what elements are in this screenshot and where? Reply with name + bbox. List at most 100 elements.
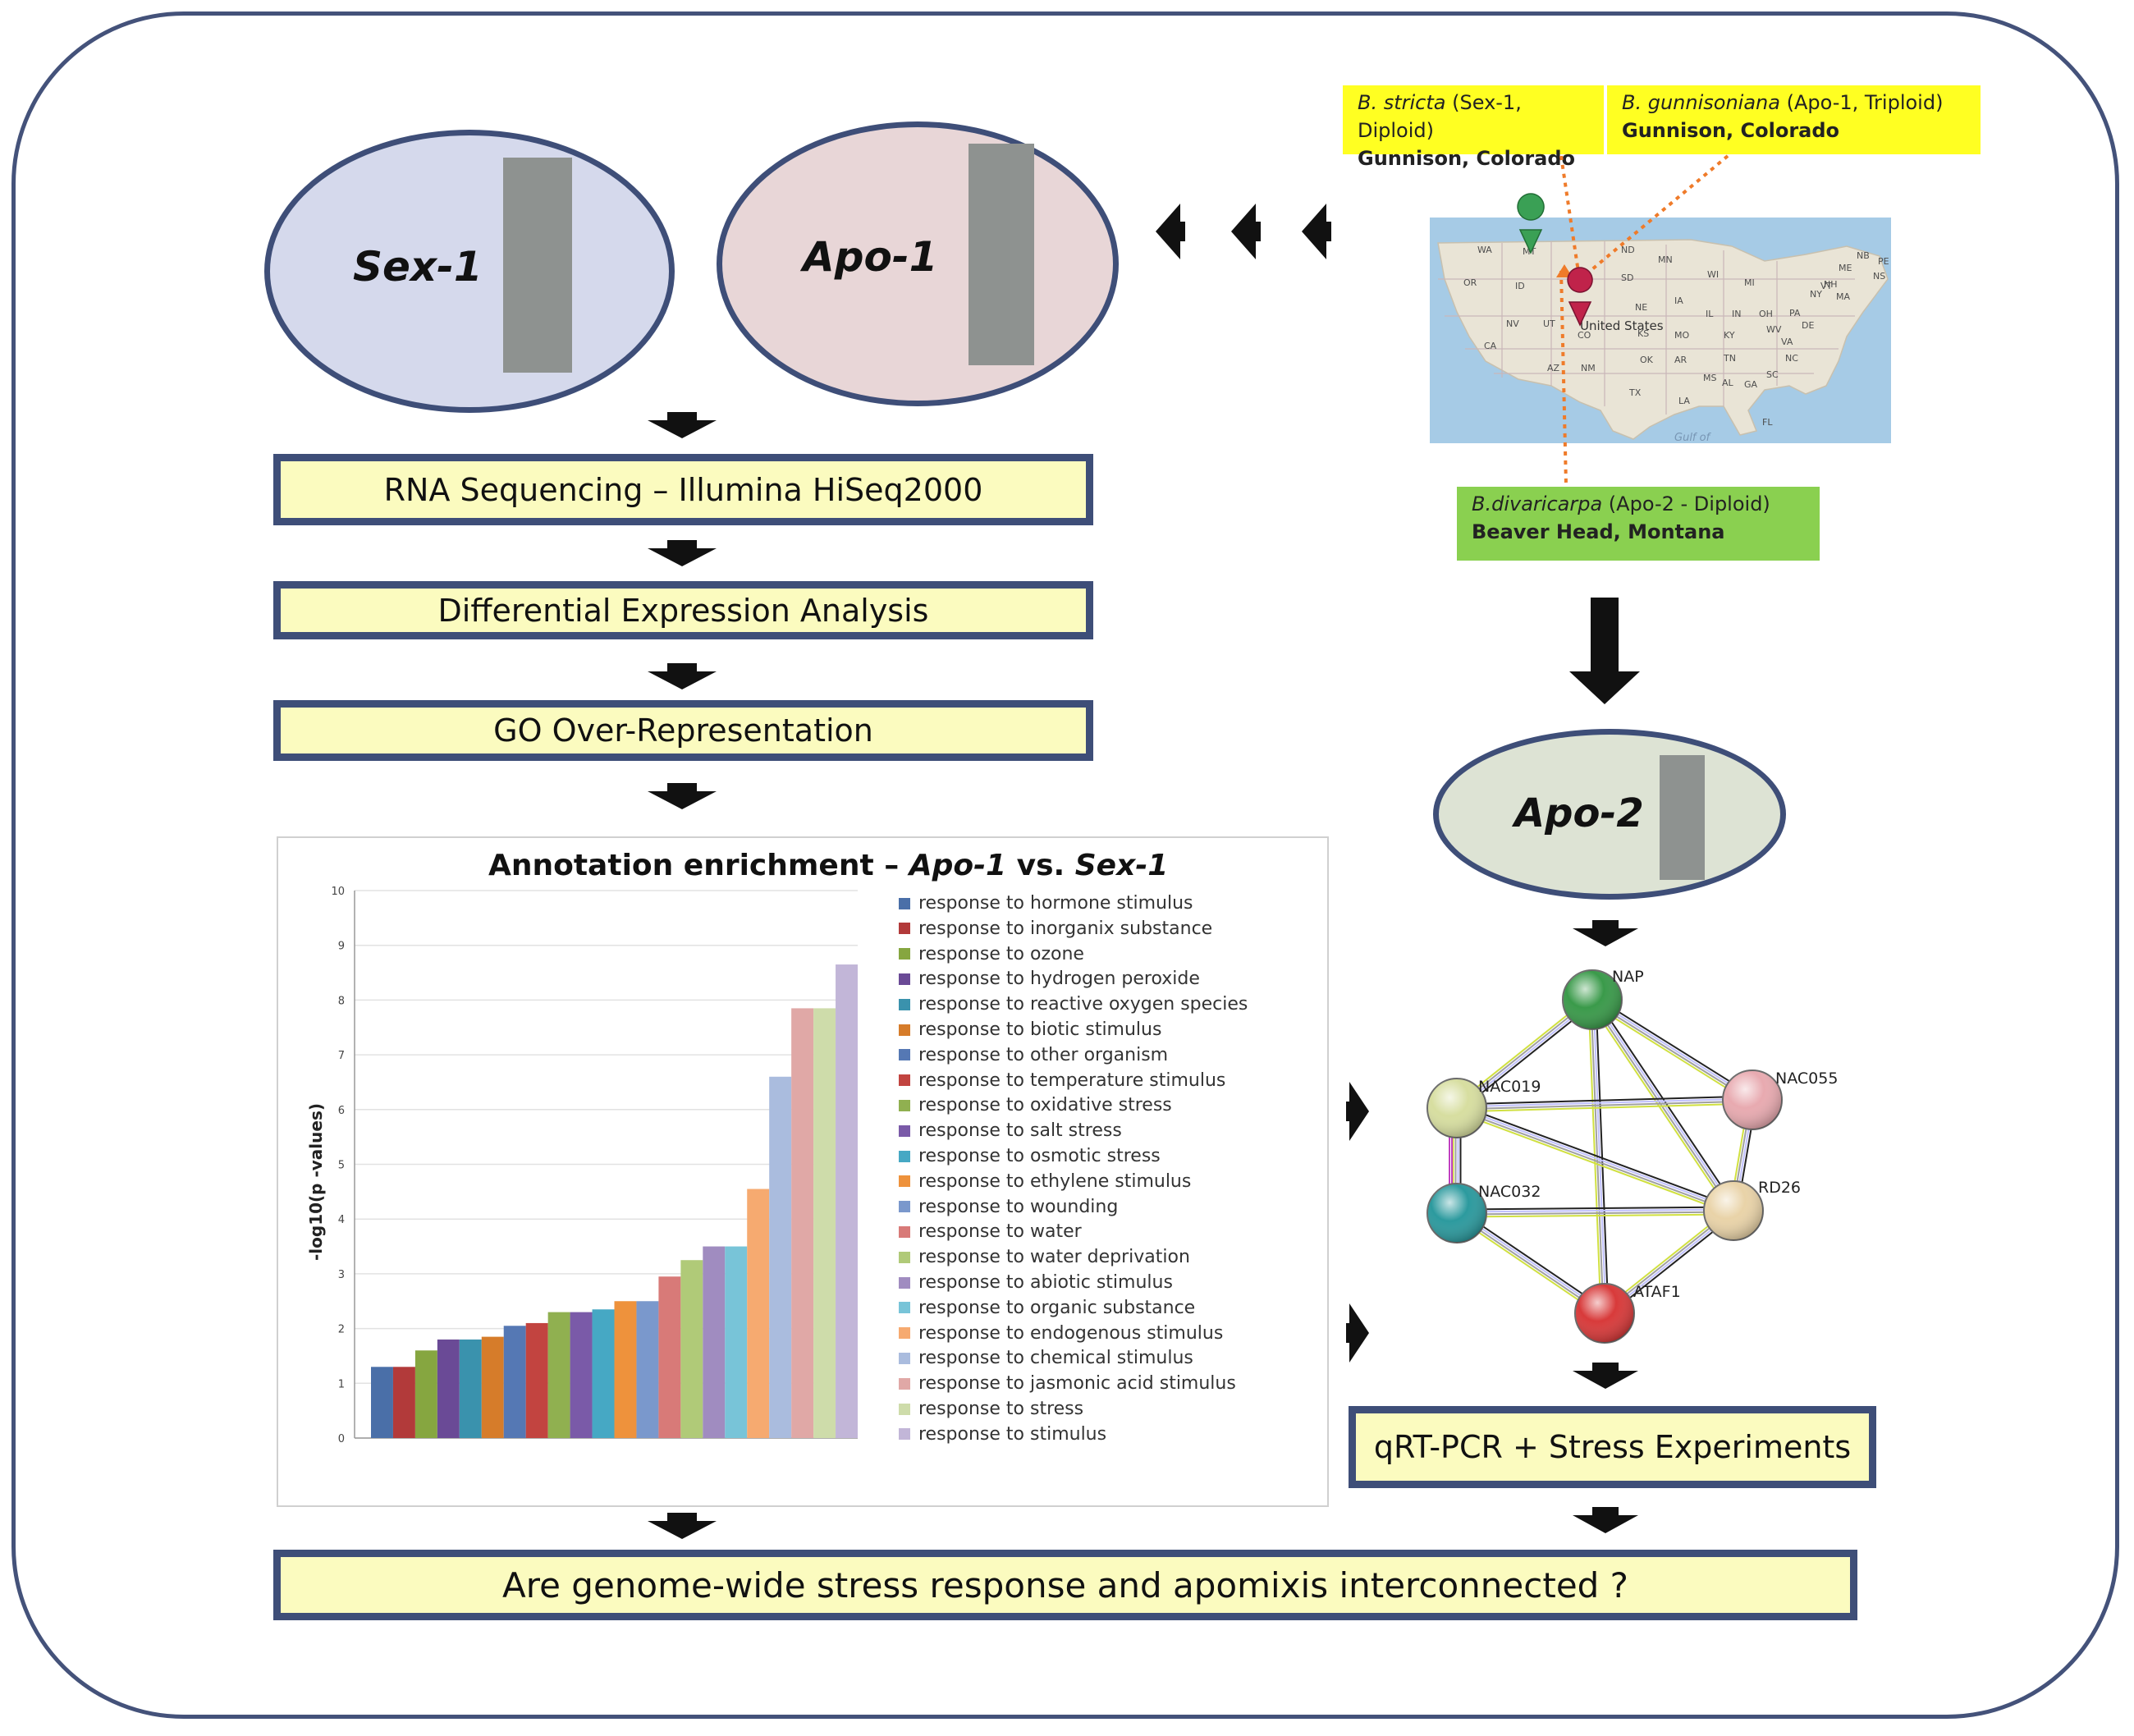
state-label: SC [1766, 369, 1779, 380]
legend-item: response to hormone stimulus [899, 893, 1193, 914]
legend-swatch [899, 1201, 910, 1213]
differential-expression-box: Differential Expression Analysis [273, 581, 1093, 639]
y-tick-label: 4 [338, 1214, 345, 1226]
state-label: AR [1674, 355, 1688, 365]
legend-label: response to hydrogen peroxide [918, 969, 1200, 990]
legend-swatch [899, 923, 910, 935]
divaricarpa-species: B.divaricarpa [1472, 492, 1603, 515]
y-tick-label: 9 [338, 941, 345, 953]
legend-item: response to chemical stimulus [899, 1348, 1193, 1368]
qrt-pcr-text: qRT-PCR + Stress Experiments [1373, 1429, 1852, 1465]
bar [525, 1322, 548, 1438]
question-box: Are genome-wide stress response and apom… [273, 1550, 1857, 1620]
legend-label: response to organic substance [918, 1297, 1196, 1318]
state-label: CA [1484, 341, 1497, 351]
state-label: NE [1635, 302, 1647, 313]
legend-item: response to endogenous stimulus [899, 1323, 1223, 1344]
state-label: OH [1759, 309, 1773, 319]
divaricarpa-tag: B.divaricarpa (Apo-2 - Diploid) Beaver H… [1457, 487, 1820, 561]
map-connectors [1559, 154, 1729, 485]
bar [614, 1301, 637, 1438]
bar [392, 1367, 415, 1438]
state-label: IL [1706, 309, 1714, 319]
network-node-shine [1563, 970, 1622, 1029]
legend-label: response to other organism [918, 1044, 1169, 1065]
legend-swatch [899, 973, 910, 985]
legend-swatch [899, 1225, 910, 1238]
state-borders [1438, 241, 1855, 415]
legend-item: response to salt stress [899, 1120, 1122, 1141]
bar [503, 1326, 526, 1438]
state-label: PA [1789, 308, 1801, 318]
go-overrep-box: GO Over-Representation [273, 700, 1093, 761]
arrow-right-icon [1346, 1303, 1369, 1363]
arrow-left-icon [1156, 204, 1185, 259]
legend-item: response to stimulus [899, 1424, 1106, 1445]
chart-title: Annotation enrichment – Apo-1 vs. Sex-1 [488, 849, 1168, 882]
rna-seq-text: RNA Sequencing – Illumina HiSeq2000 [383, 471, 983, 508]
network-node-label: ATAF1 [1633, 1283, 1681, 1301]
legend-swatch [899, 1049, 910, 1061]
legend-label: response to oxidative stress [918, 1095, 1172, 1116]
network-edge [1456, 1206, 1733, 1211]
network-edge [1458, 1103, 1735, 1208]
y-tick-label: 8 [338, 995, 345, 1007]
network-node-shine [1704, 1181, 1763, 1240]
gunnisoniana-species: B. gunnisoniana [1622, 91, 1780, 114]
y-tick-label: 2 [338, 1324, 345, 1336]
state-label: WA [1477, 245, 1492, 255]
gunnisoniana-location: Gunnison, Colorado [1622, 119, 1840, 142]
apo1-seedling-photo [969, 144, 1034, 365]
gunnisoniana-info: (Apo-1, Triploid) [1786, 91, 1944, 114]
legend-label: response to stress [918, 1399, 1084, 1419]
bar [658, 1276, 681, 1438]
legend-label: response to biotic stimulus [918, 1019, 1162, 1040]
network-edge [1593, 996, 1755, 1098]
state-label: OR [1463, 277, 1477, 288]
legend-swatch [899, 1403, 910, 1415]
divaricarpa-location: Beaver Head, Montana [1472, 520, 1725, 543]
chart-y-axis-label: -log10(p -values) [306, 1103, 326, 1261]
legend-item: response to water deprivation [899, 1247, 1190, 1267]
legend-item: response to biotic stimulus [899, 1019, 1161, 1040]
us-landmass [1437, 239, 1889, 440]
arrow-down-icon [1573, 1363, 1638, 1389]
network-edge [1591, 1000, 1752, 1102]
y-tick-label: 0 [338, 1433, 345, 1445]
state-label: PE [1878, 256, 1889, 267]
network-edge [1592, 998, 1736, 1211]
state-label: MS [1703, 373, 1716, 383]
legend-item: response to abiotic stimulus [899, 1272, 1173, 1293]
legend-swatch [899, 1276, 910, 1289]
state-label: NB [1857, 250, 1870, 261]
legend-swatch [899, 1024, 910, 1036]
divaricarpa-info: (Apo-2 - Diploid) [1608, 492, 1770, 515]
legend-item: response to inorganix substance [899, 918, 1212, 939]
legend-label: response to wounding [918, 1196, 1119, 1217]
legend-label: response to salt stress [918, 1120, 1122, 1142]
differential-expression-text: Differential Expression Analysis [437, 592, 929, 629]
network-edge [1590, 1001, 1752, 1104]
sex1-ellipse [264, 130, 675, 413]
legend-swatch [899, 1428, 910, 1441]
legend-item: response to other organism [899, 1045, 1168, 1065]
y-tick-label: 5 [338, 1160, 345, 1172]
network-edge [1592, 997, 1754, 1100]
state-label: WI [1707, 269, 1719, 280]
bar [680, 1260, 703, 1438]
country-label: United States [1580, 318, 1664, 333]
bar [481, 1336, 504, 1438]
stricta-location: Gunnison, Colorado [1358, 147, 1576, 170]
state-label: ID [1515, 281, 1525, 291]
network-edge [1457, 1211, 1734, 1216]
state-label: NM [1581, 363, 1596, 373]
state-label: TN [1723, 353, 1736, 364]
network-edge [1588, 1001, 1732, 1214]
bar [547, 1312, 570, 1438]
legend-item: response to hydrogen peroxide [899, 969, 1200, 989]
stricta-species: B. stricta [1358, 91, 1446, 114]
arrow-down-icon [648, 663, 717, 689]
legend-swatch [899, 1074, 910, 1087]
state-label: NV [1506, 318, 1519, 329]
